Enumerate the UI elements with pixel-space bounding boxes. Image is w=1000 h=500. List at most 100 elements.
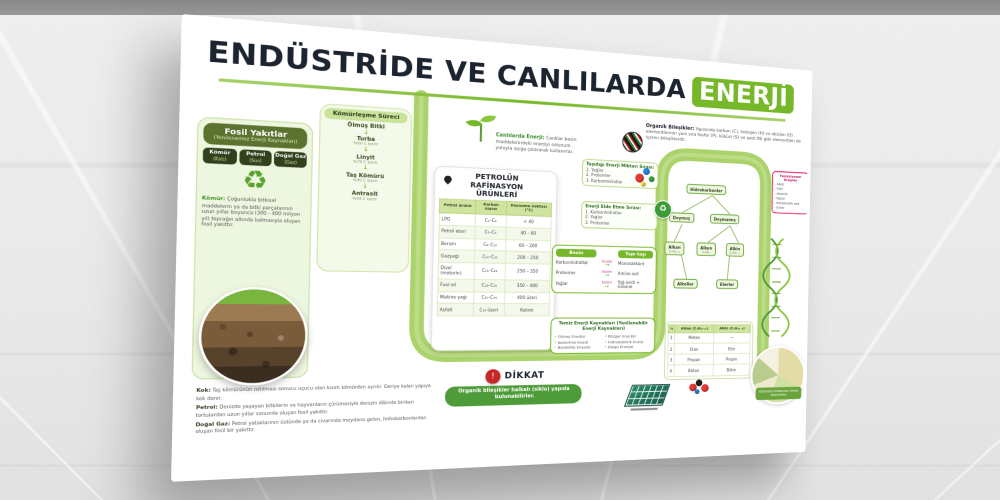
diagram-box-label: Alkin: [729, 245, 741, 251]
diagram-box: Doymamış: [709, 213, 740, 225]
sprout-leaf: [480, 112, 497, 126]
atom: [643, 167, 650, 176]
table-cell: Asfalt: [437, 303, 474, 316]
fuel-card-coal: Kömür (Katı): [202, 147, 237, 165]
coal-note-lead: Kömür:: [201, 196, 226, 203]
table-cell: 350 – 400: [504, 279, 550, 293]
table-cell: C₆–C₁₂: [474, 238, 506, 252]
table-cell: C₁–C₄: [475, 214, 506, 228]
fuel-notes: Kok: Taş kömürünün ısıtılması sonucu uçu…: [195, 383, 432, 438]
list-item: Ester: [774, 206, 805, 212]
table-cell: C₂₅–C₃₄: [473, 291, 505, 304]
table-cell: Petrol eteri: [438, 225, 476, 239]
enzyme-arrow-icon: →: [604, 262, 610, 269]
enzyme-arrow-icon: →: [604, 283, 609, 290]
refinery-title: PETROLÜN RAFİNASYON ÜRÜNLERİ: [470, 172, 524, 199]
atom: [694, 389, 700, 395]
table-cell: Bütin: [712, 364, 750, 376]
table-cell: C₁₈–C₂₅: [473, 279, 505, 292]
diagram-box-label: Alkan: [668, 243, 681, 250]
warning-section: ! DİKKAT Organik bileşikler halkalı (sik…: [444, 368, 582, 407]
diagram-box: Eterler: [716, 279, 738, 290]
table-cell: Metan: [674, 332, 714, 344]
list-item: Dalga Enerjisi: [604, 344, 651, 350]
table-cell: Gazyağı: [438, 249, 475, 263]
building-block-cell: Monosakkarit: [617, 261, 645, 267]
table-cell: 400 üzeri: [504, 291, 550, 305]
building-block-cell: Yağ asidi + Gliserol: [617, 279, 640, 290]
refinery-table: Petrol ürünü Karbon sayısı Kaynama nokta…: [437, 199, 552, 317]
table-cell: Etin: [713, 342, 750, 354]
column-header: Petrol ürünü: [439, 199, 476, 215]
column-header: Karbon sayısı: [475, 200, 507, 216]
nutrient-header: Besin: [555, 248, 597, 258]
energy-order-card: Enerji Elde Etme Sırası: 1. Karbonhidrat…: [580, 200, 658, 231]
coal-note: Kömür: Çoğunlukla bitkisel maddelerin ya…: [201, 195, 306, 230]
nutrient-cell: Yağlar: [555, 281, 569, 287]
fuel-card-gas: Doğal Gaz (Gaz): [274, 150, 307, 168]
table-cell: LPG: [439, 212, 476, 227]
table-cell: 60 – 200: [505, 239, 551, 253]
diagram-box: Doymuş: [668, 212, 694, 223]
table-cell: 200 – 250: [504, 251, 551, 265]
refinery-card: PETROLÜN RAFİNASYON ÜRÜNLERİ Petrol ürün…: [430, 165, 558, 352]
fuel-state: (Katı): [213, 155, 227, 163]
coalification-panel: Kömürleşme Süreci Ölmüş Bitki ↓ Turba %6…: [316, 103, 413, 273]
solar-panel-grid: [623, 384, 671, 407]
building-block-cell: Amino asit: [617, 271, 639, 277]
clean-energy-card: Temiz Enerji Kaynakları (Yenilenebilir E…: [549, 317, 656, 355]
list-item: Biyokütle Enerjisi: [554, 344, 602, 350]
atom: [648, 176, 655, 183]
table-cell: Fuel oil: [437, 278, 475, 292]
warning-label: DİKKAT: [504, 370, 545, 382]
fossil-fuels-badge: Fosil Yakıtlar (Yenilenemez Enerji Kayna…: [203, 122, 308, 150]
formula-label: CₙH₂ₙ: [702, 249, 711, 254]
table-cell: C₁₂–C₁₅: [474, 250, 506, 264]
fuel-card-oil: Petrol (Sıvı): [238, 149, 273, 167]
warning-icon: !: [485, 369, 501, 384]
molecule-cluster: [635, 167, 659, 190]
fuel-state: (Sıvı): [249, 157, 262, 164]
table-cell: C₁₅–C₁₈: [474, 262, 505, 280]
table-cell: —: [713, 332, 751, 344]
warning-pill: Organik bileşikler halkalı (siklo) yapıd…: [444, 383, 582, 407]
table-cell: Propan: [674, 353, 714, 366]
fuel-cards: Kömür (Katı) Petrol (Sıvı) Doğal Gaz (Ga…: [202, 147, 307, 168]
clean-energy-title: Temiz Enerji Kaynakları (Yenilenebilir E…: [558, 321, 648, 332]
formula-label: CₙH₂ₙ₊₂: [668, 248, 681, 253]
column-header: Alkan (CₙH₂ₙ₊₂): [674, 324, 714, 333]
nutrient-cell: Karbonhidratlar: [555, 259, 589, 266]
recycle-icon: ♻: [241, 166, 269, 197]
building-block-header: Yapı taşı: [618, 250, 654, 259]
table-cell: Bütan: [674, 364, 714, 377]
table-cell: Makine yağı: [437, 291, 474, 304]
table-cell: C₅–C₆: [475, 226, 506, 240]
diagram-box: Alkoller: [673, 278, 698, 289]
pie-chart-label: Dünyada Kullanılan Enerji Kaynakları: [755, 386, 802, 400]
molecule-cluster: [689, 379, 712, 397]
table-cell: Etan: [674, 343, 714, 355]
table-cell: Propin: [713, 353, 750, 365]
atom: [701, 384, 709, 393]
column-header: Alkin (CₙH₂ₙ₋₂): [713, 324, 751, 333]
note-lead: Petrol:: [195, 404, 218, 412]
sprout-stem: [479, 124, 483, 142]
table-cell: Benzin: [438, 237, 476, 251]
note-lead: Kok:: [196, 388, 211, 395]
enzyme-arrow-icon: →: [604, 272, 610, 279]
table-cell: Kalıntı: [503, 303, 550, 317]
